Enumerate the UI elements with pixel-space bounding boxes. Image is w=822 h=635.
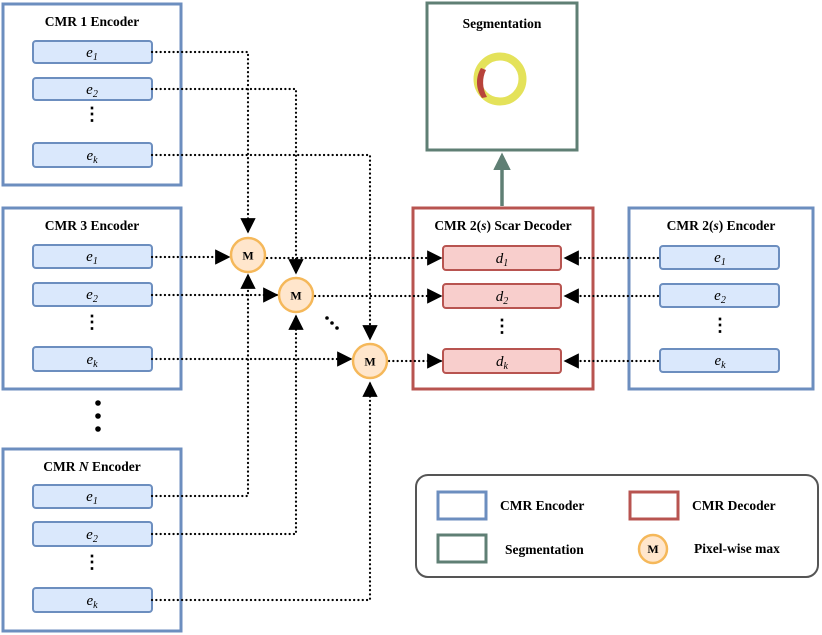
legend-segmentation-label: Segmentation (505, 542, 584, 557)
legend-pixel-max-label: Pixel-wise max (694, 541, 780, 556)
cmrN-encoder-block: CMR N Encoder e1 e2 ⋮ ek (1, 447, 183, 633)
cmr3-e1-label: e1 (86, 249, 98, 267)
legend-merge-symbol: M (647, 542, 658, 556)
decoder-d1-label: d1 (496, 251, 509, 269)
cmr2-e1-box (659, 245, 780, 270)
decoder-title: CMR 2(s) Scar Decoder (434, 218, 571, 233)
segmentation-frame (425, 1, 579, 152)
segmentation-block: Segmentation (425, 1, 579, 152)
cmr3-e2-label: e2 (86, 287, 98, 305)
cmr3-ek-label: ek (86, 352, 98, 370)
cmrN-ek-to-mergek (150, 381, 378, 602)
segmentation-title: Segmentation (463, 16, 542, 31)
cmr3-encoder-block: CMR 3 Encoder e1 e2 ⋮ ek (1, 206, 183, 391)
decoder-vertical-ellipsis: ⋮ (493, 316, 511, 336)
scar-decoder-block: CMR 2(s) Scar Decoder d1 d2 ⋮ dk (411, 206, 595, 391)
decoder-d1-box (442, 245, 562, 271)
cmr2-e2-box (659, 283, 780, 308)
cmr2-encoder-block: CMR 2(s) Encoder e1 e2 ⋮ ek (627, 206, 815, 391)
cmr1-encoder-block: CMR 1 Encoder e1 e2 ⋮ ek (1, 2, 183, 187)
cmrN-e1-label: e1 (86, 489, 98, 507)
cmr1-ek-label: ek (86, 148, 98, 166)
legend-encoder-swatch (436, 490, 488, 521)
decoder-dk-label: dk (496, 354, 509, 372)
cmr1-e1-label: e1 (86, 45, 98, 63)
merge-node-k-label: M (364, 355, 375, 369)
cmr1-e2-to-merge2 (150, 87, 304, 275)
merge-node-1: M (229, 236, 267, 274)
merge-node-2: M (277, 276, 315, 314)
cmrN-e2-label: e2 (86, 527, 98, 545)
scar-region (477, 68, 487, 98)
cmr1-e1-to-merge1 (150, 50, 256, 234)
decoder-d2-box (442, 283, 562, 309)
merge-diagonal-ellipsis (325, 316, 339, 330)
merge-node-k: M (351, 342, 389, 380)
legend-decoder-label: CMR Decoder (692, 498, 776, 513)
legend-decoder-swatch (628, 490, 680, 521)
cmr1-ek-to-mergek (150, 153, 378, 341)
cmr1-encoder-title: CMR 1 Encoder (45, 14, 140, 29)
cmr3-encoder-title: CMR 3 Encoder (45, 218, 140, 233)
cmr2-e1-label: e1 (714, 250, 726, 268)
cmr2-ek-box (659, 348, 780, 373)
cmr2-encoder-title: CMR 2(s) Encoder (667, 218, 776, 233)
decoder-d2-label: d2 (496, 289, 509, 307)
cmr2-vertical-ellipsis: ⋮ (711, 315, 729, 335)
merge-node-2-label: M (290, 289, 301, 303)
cmr1-e2-label: e2 (86, 82, 98, 100)
legend-segmentation-swatch (436, 533, 488, 564)
legend: CMR Encoder CMR Decoder Segmentation M P… (415, 474, 819, 578)
decoder-dk-box (442, 348, 562, 374)
merge-node-1-label: M (242, 249, 253, 263)
encoders-vertical-ellipsis (95, 400, 101, 432)
cmr1-vertical-ellipsis: ⋮ (83, 104, 101, 124)
cmrN-encoder-title: CMR N Encoder (43, 459, 141, 474)
connectors (150, 50, 660, 602)
cmrN-e2-to-merge2 (150, 314, 304, 536)
cmrN-vertical-ellipsis: ⋮ (83, 552, 101, 572)
legend-encoder-label: CMR Encoder (500, 498, 584, 513)
cmr3-vertical-ellipsis: ⋮ (83, 312, 101, 332)
legend-merge-swatch (637, 533, 669, 565)
legend-frame (415, 474, 819, 578)
cmr2-ek-label: ek (714, 353, 726, 371)
cmrN-ek-label: ek (86, 593, 98, 611)
cmr2-e2-label: e2 (714, 288, 726, 306)
